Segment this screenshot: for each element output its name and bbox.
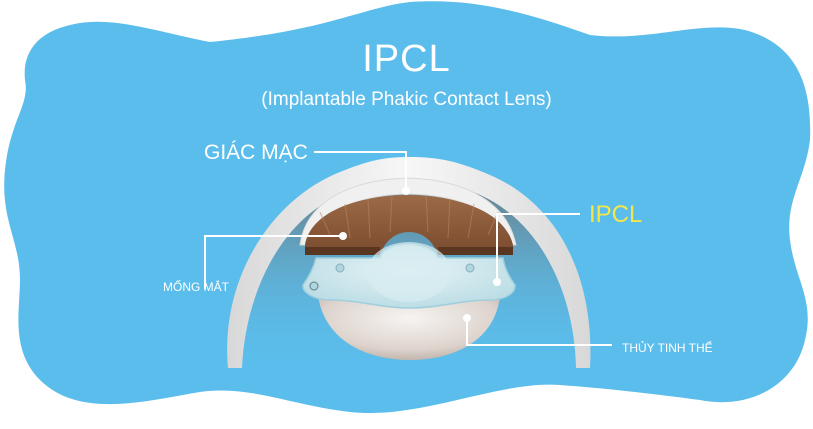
leader-lines — [204, 151, 612, 346]
crystalline-lens-label: THỦY TINH THỂ — [622, 341, 713, 355]
iris-base — [438, 247, 513, 255]
diagram-subtitle: (Implantable Phakic Contact Lens) — [261, 89, 552, 110]
leader-dots — [339, 187, 501, 322]
cornea-label: GIÁC MẠC — [204, 141, 308, 164]
iris — [305, 195, 513, 254]
ipcl-label: IPCL — [589, 201, 643, 228]
iris-striations — [319, 195, 499, 239]
diagram-title: IPCL — [362, 38, 451, 80]
iris-label: MỐNG MẮT — [163, 280, 229, 294]
cornea — [299, 177, 517, 246]
crystalline-lens — [318, 296, 500, 360]
ipcl-optic — [367, 242, 451, 302]
iris-base — [305, 247, 380, 255]
